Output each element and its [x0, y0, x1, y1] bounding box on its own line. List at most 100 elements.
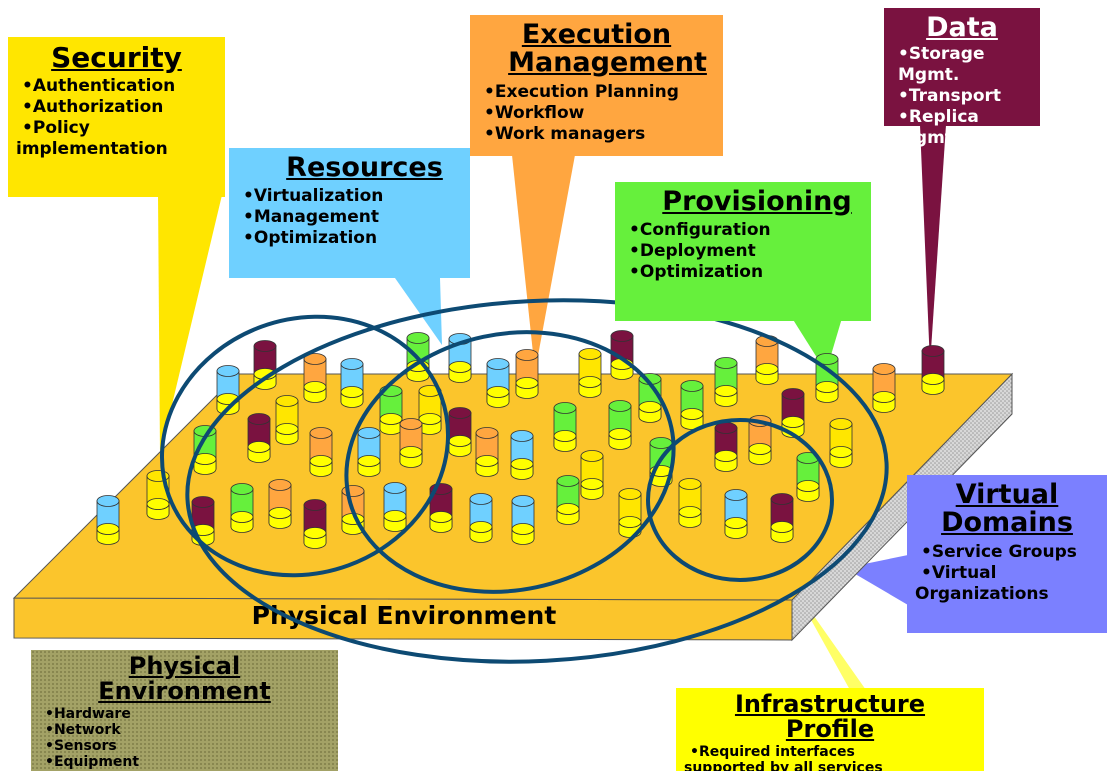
security-list: Authentication Authorization Policy impl… [16, 76, 217, 160]
domain-ellipses [159, 298, 889, 664]
service-cylinder [309, 427, 333, 477]
provisioning-item: Optimization [629, 262, 863, 283]
resources-pointer [395, 278, 442, 345]
security-box: Security Authentication Authorization Po… [8, 37, 225, 197]
security-pointer [158, 195, 222, 455]
service-cylinder [357, 427, 381, 477]
service-cylinder [724, 489, 748, 539]
provisioning-list: Configuration Deployment Optimization [623, 220, 863, 283]
execution-title-line2: Management [508, 47, 707, 79]
service-cylinder [553, 402, 577, 452]
security-item-continued: implementation [16, 139, 168, 160]
service-cylinder [247, 413, 271, 463]
data-item: Transport [898, 86, 1032, 107]
service-cylinder [268, 479, 292, 529]
service-cylinder [770, 493, 794, 543]
service-cylinder [475, 427, 499, 477]
service-cylinder [580, 450, 604, 500]
service-cylinder [216, 365, 240, 415]
infrastructure-profile-box: Infrastructure Profile Required interfac… [676, 688, 984, 771]
physical-environment-box: Physical Environment Hardware Network Se… [31, 650, 338, 771]
service-cylinder [515, 349, 539, 399]
service-cylinder [486, 358, 510, 408]
service-cylinder [556, 475, 580, 525]
service-cylinder [510, 430, 534, 480]
execution-item: Execution Planning [484, 82, 715, 103]
infrastructure-title-line2: Profile [785, 715, 875, 744]
physical-item: Hardware [45, 706, 330, 722]
large-domain-ellipse [185, 298, 889, 664]
service-cylinder [303, 353, 327, 403]
execution-pointer [512, 155, 575, 372]
left-domain-ellipse [159, 314, 451, 578]
service-cylinder [469, 493, 493, 543]
virtual-domains-list: Service Groups Virtual Organizations [915, 542, 1099, 605]
callout-pointers [158, 125, 946, 690]
data-list: Storage Mgmt. Transport Replica Mgmt. [892, 44, 1032, 149]
service-cylinder [829, 418, 853, 468]
infrastructure-title-line1: Infrastructure [734, 690, 926, 718]
security-item: Authorization [22, 97, 217, 118]
service-cylinder [418, 385, 442, 435]
service-cylinder [796, 452, 820, 502]
virtual-domains-title-line2: Domains [941, 507, 1073, 539]
service-cylinder [303, 499, 327, 549]
execution-title-line1: Execution [521, 19, 672, 50]
infrastructure-item: Required interfaces [690, 744, 976, 760]
service-cylinder [921, 345, 945, 395]
execution-item: Workflow [484, 103, 715, 124]
data-item: Storage Mgmt. [898, 44, 1032, 86]
service-cylinder [230, 483, 254, 533]
execution-item: Work managers [484, 124, 715, 145]
provisioning-item: Deployment [629, 241, 863, 262]
infrastructure-item-continued: supported by all services [684, 760, 883, 771]
service-cylinder [781, 388, 805, 438]
physical-item: Equipment [45, 754, 330, 770]
service-cylinder [815, 353, 839, 403]
resources-item: Optimization [243, 228, 462, 249]
physical-title-line1: Physical [128, 652, 241, 680]
virtual-domains-box: Virtual Domains Service Groups Virtual O… [907, 475, 1107, 633]
resources-title: Resources [286, 152, 443, 183]
physical-title-line2: Environment [98, 677, 271, 706]
service-cylinder [340, 358, 364, 408]
provisioning-box: Provisioning Configuration Deployment Op… [615, 182, 871, 321]
service-cylinder [383, 482, 407, 532]
service-cylinder [618, 488, 642, 538]
data-item: Replica Mgmt. [898, 107, 1032, 149]
provisioning-item: Configuration [629, 220, 863, 241]
service-cylinder [578, 348, 602, 398]
security-title: Security [51, 41, 182, 74]
provisioning-title: Provisioning [662, 186, 852, 217]
physical-list: Hardware Network Sensors Equipment [39, 706, 330, 770]
service-cylinder [448, 407, 472, 457]
service-cylinder [608, 400, 632, 450]
service-cylinder [680, 380, 704, 430]
service-cylinder [379, 385, 403, 435]
physical-item: Network [45, 722, 330, 738]
service-cylinder [191, 496, 215, 546]
resources-item: Management [243, 207, 462, 228]
service-cylinder [872, 363, 896, 413]
infrastructure-list: Required interfaces supported by all ser… [684, 744, 976, 771]
data-pointer [920, 125, 946, 365]
platform-label: Physical Environment [252, 601, 557, 630]
security-item: Policy [22, 118, 217, 139]
right-domain-ellipse [646, 418, 834, 582]
data-box: Data Storage Mgmt. Transport Replica Mgm… [884, 8, 1040, 148]
execution-management-box: Execution Management Execution Planning … [470, 15, 723, 156]
physical-item: Sensors [45, 738, 330, 754]
resources-list: Virtualization Management Optimization [237, 186, 462, 249]
virtual-domains-title-line1: Virtual [955, 479, 1059, 510]
virtual-domains-item: Service Groups [921, 542, 1099, 563]
virtual-domains-item: Virtual [921, 563, 1099, 584]
service-cylinder [714, 422, 738, 472]
virtual-domains-item-continued: Organizations [915, 583, 1049, 604]
service-cylinder [399, 418, 423, 468]
service-cylinder [511, 495, 535, 545]
execution-list: Execution Planning Workflow Work manager… [478, 82, 715, 145]
service-cylinder [714, 357, 738, 407]
service-cylinder [755, 335, 779, 385]
data-title: Data [926, 12, 998, 43]
